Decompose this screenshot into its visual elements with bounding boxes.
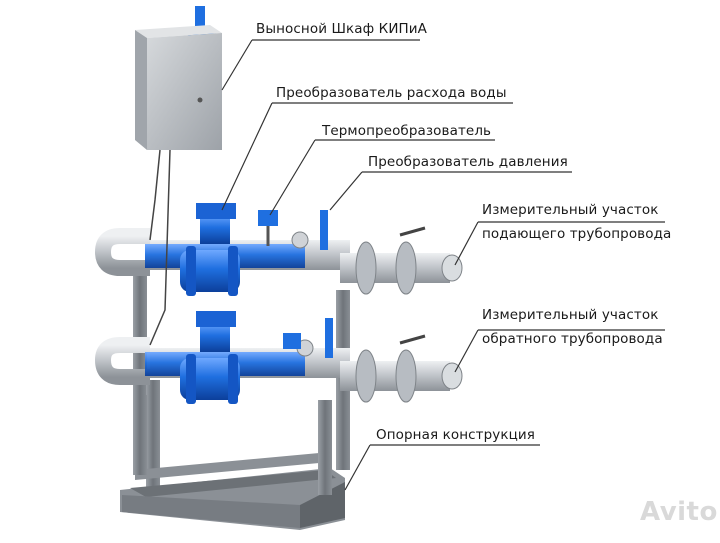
label-flow-converter: Преобразователь расхода воды: [276, 85, 507, 101]
label-supply-line-2: подающего трубопровода: [482, 226, 672, 242]
avito-watermark: Avito: [640, 497, 718, 527]
signal-cables: [149, 149, 171, 346]
return-pipeline: [94, 311, 463, 404]
supply-pipeline: [94, 203, 463, 296]
label-thermo-converter: Термопреобразователь: [322, 123, 492, 139]
label-return-line-1: Измерительный участок: [482, 307, 659, 323]
instrument-cabinet: [135, 6, 222, 150]
leader-lines: [221, 39, 665, 491]
support-frame: [120, 268, 350, 530]
label-cabinet: Выносной Шкаф КИПиА: [256, 21, 428, 37]
label-pressure-converter: Преобразователь давления: [368, 154, 568, 170]
label-supply-line-1: Измерительный участок: [482, 202, 659, 218]
label-support: Опорная конструкция: [376, 427, 536, 443]
label-return-line-2: обратного трубопровода: [482, 331, 663, 347]
